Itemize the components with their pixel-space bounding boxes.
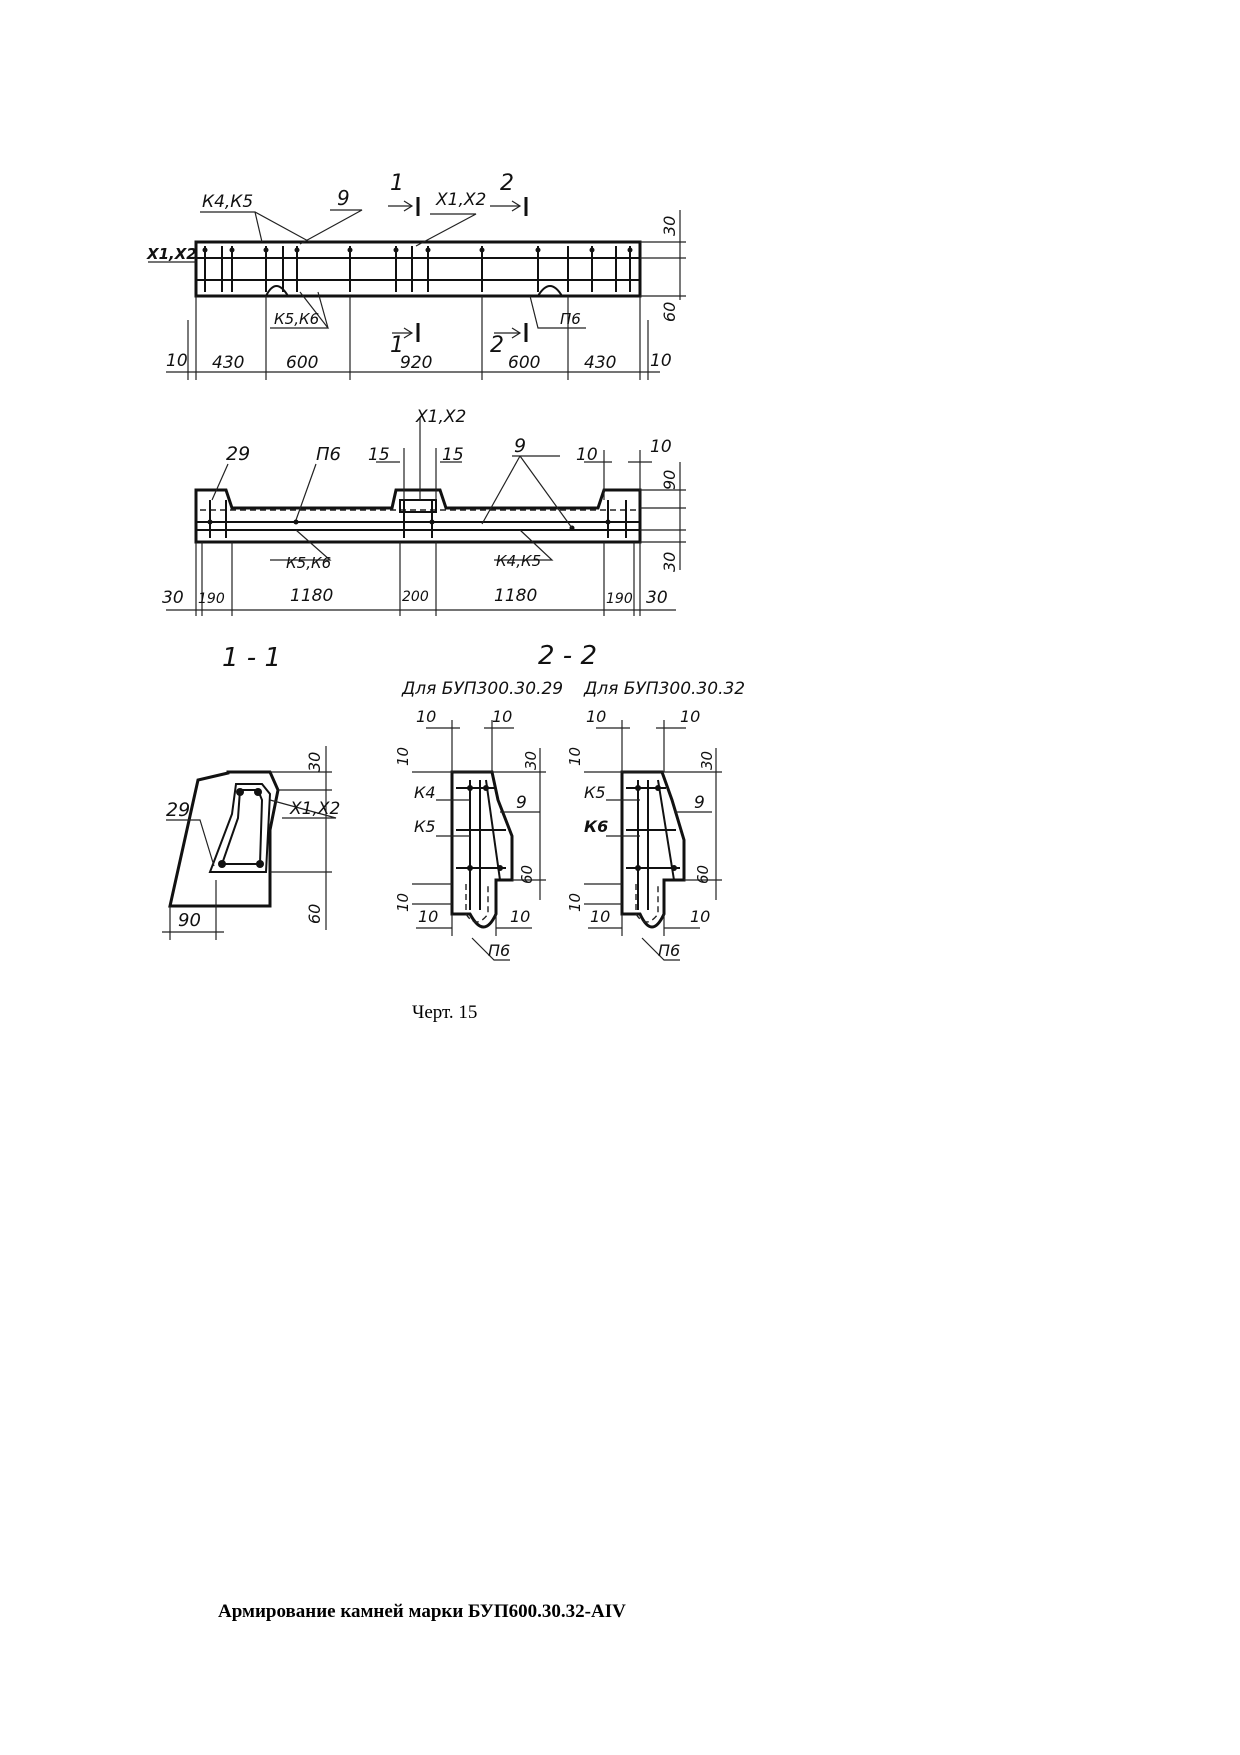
plan-label-k4k5: К4,К5 — [202, 192, 253, 212]
variant-a-dim-30: 30 — [522, 751, 540, 770]
plan-dim-30: 30 — [660, 216, 679, 236]
variant-b-dim-10-e: 10 — [590, 907, 610, 926]
plan-label-k5k6: К5,К6 — [274, 310, 319, 328]
variant-a-title: Для БУП300.30.29 — [401, 679, 563, 699]
variant-b-label-k5: К5 — [584, 783, 606, 802]
variant-b-label-k6: К6 — [584, 817, 608, 836]
plan-dim-10-left: 10 — [166, 351, 188, 371]
section-mark-1-bottom: 1 — [390, 333, 404, 358]
variant-b-title: Для БУП300.30.32 — [583, 679, 745, 699]
front-dim-10-left: 10 — [576, 445, 598, 465]
variant-b-outline — [620, 770, 686, 929]
front-dim-90: 90 — [660, 470, 679, 490]
section-mark-2-bottom: 2 — [490, 333, 504, 358]
plan-label-9: 9 — [337, 186, 350, 210]
variant-b-dim-10-d: 10 — [566, 893, 584, 912]
variant-a-label-p6: П6 — [488, 941, 510, 960]
variant-a-dim-10-c: 10 — [394, 747, 412, 766]
front-dim-30-right: 30 — [646, 588, 668, 608]
section-1-1-title: 1 - 1 — [222, 643, 281, 673]
variant-a-label-k4: К4 — [414, 783, 436, 802]
section-2-2-title: 2 - 2 — [538, 641, 597, 671]
variant-a-dim-10-b: 10 — [492, 707, 512, 726]
lifting-loop-right — [537, 285, 563, 297]
section-2-2-variant-b: Для БУП300.30.32 — [566, 679, 745, 961]
front-dim-1180-left: 1180 — [290, 586, 333, 606]
front-dim-1180-right: 1180 — [494, 586, 537, 606]
variant-a-dim-10-e: 10 — [418, 907, 438, 926]
plan-label-x1x2-top: Х1,Х2 — [435, 190, 486, 210]
section-1-1-label-29: 29 — [166, 799, 190, 821]
front-dim-30-left: 30 — [162, 588, 184, 608]
variant-b-dim-10-c: 10 — [566, 747, 584, 766]
front-outline — [194, 488, 642, 544]
section-2-2-variant-a: Для БУП300.30.29 — [394, 679, 563, 961]
lifting-loop-left — [265, 285, 289, 297]
plan-outline — [194, 240, 642, 298]
front-label-k5k6: К5,К6 — [286, 554, 331, 572]
variant-b-label-9: 9 — [694, 793, 705, 813]
plan-dim-600-right: 600 — [508, 353, 540, 373]
section-mark-2-top: 2 — [500, 171, 514, 196]
plan-label-p6: П6 — [560, 310, 581, 328]
plan-view: К4,К5 9 1 2 Х1,Х2 Х1,Х2 К5,К6 П6 1 2 30 … — [146, 171, 686, 380]
section-1-1-dim-90: 90 — [178, 910, 201, 931]
variant-a-dim-10-a: 10 — [416, 707, 436, 726]
front-dim-15-left: 15 — [368, 445, 390, 465]
section-1-1: 1 - 1 29 Х1,Х2 30 60 90 — [162, 643, 340, 940]
front-label-p6: П6 — [316, 444, 341, 465]
front-label-k4k5: К4,К5 — [496, 552, 541, 570]
front-dim-30: 30 — [660, 552, 679, 572]
section-1-1-outline — [168, 770, 280, 908]
variant-a-dim-10-d: 10 — [394, 893, 412, 912]
variant-b-dim-10-a: 10 — [586, 707, 606, 726]
plan-label-x1x2-left: Х1,Х2 — [146, 245, 197, 263]
variant-b-dim-10-f: 10 — [690, 907, 710, 926]
front-label-x1x2: Х1,Х2 — [415, 407, 466, 427]
plan-dim-10-right: 10 — [650, 351, 672, 371]
section-1-1-dim-60: 60 — [305, 904, 324, 924]
variant-a-dim-60: 60 — [518, 865, 536, 884]
front-label-9: 9 — [514, 435, 526, 457]
plan-dim-430-right: 430 — [584, 353, 616, 373]
front-dim-190-left: 190 — [198, 591, 225, 607]
section-1-1-label-x1x2: Х1,Х2 — [289, 799, 340, 819]
variant-b-dim-10-b: 10 — [680, 707, 700, 726]
front-view: Х1,Х2 29 П6 15 15 9 10 10 90 30 К5,К6 К4… — [162, 407, 686, 616]
variant-b-label-p6: П6 — [658, 941, 680, 960]
front-dim-10-right: 10 — [650, 437, 672, 457]
figure-caption: Черт. 15 — [412, 1002, 478, 1023]
variant-b-dim-30: 30 — [698, 751, 716, 770]
plan-dim-430-left: 430 — [212, 353, 244, 373]
section-1-1-dim-30: 30 — [305, 752, 324, 772]
variant-a-outline — [450, 770, 514, 929]
plan-dim-60: 60 — [660, 302, 679, 322]
plan-dim-920: 920 — [400, 353, 432, 373]
section-2-2: 2 - 2 Для БУП300.30.29 — [394, 641, 745, 961]
front-dim-190-right: 190 — [606, 591, 633, 607]
front-dim-15-right: 15 — [442, 445, 464, 465]
variant-a-dim-10-f: 10 — [510, 907, 530, 926]
plan-dim-600-left: 600 — [286, 353, 318, 373]
section-mark-1-top: 1 — [390, 171, 404, 196]
variant-b-dim-60: 60 — [694, 865, 712, 884]
variant-a-label-k5: К5 — [414, 817, 436, 836]
front-label-29: 29 — [226, 443, 250, 465]
front-dim-200: 200 — [402, 589, 429, 605]
section-heading: Армирование камней марки БУП600.30.32-AI… — [218, 1601, 626, 1622]
variant-a-label-9: 9 — [516, 793, 527, 813]
